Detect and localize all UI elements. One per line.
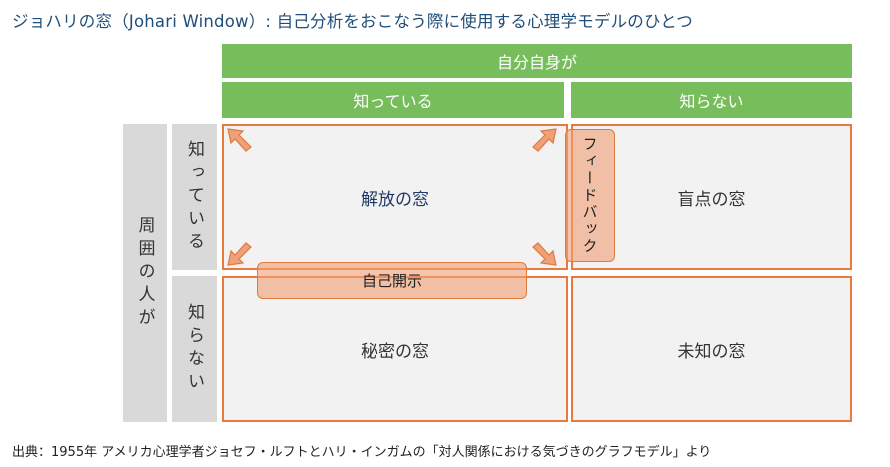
page-title: ジョハリの窓（Johari Window）: 自己分析をおこなう際に使用する心理… bbox=[12, 12, 693, 31]
open-window-cell: 解放の窓 bbox=[222, 124, 568, 270]
column-header-known: 知っている bbox=[222, 82, 564, 118]
row-header-unknown: 知らない bbox=[172, 276, 217, 422]
arrow-down-right-icon bbox=[532, 242, 557, 266]
blind-window-cell: 盲点の窓 bbox=[571, 124, 852, 270]
arrow-down-left-icon bbox=[227, 242, 252, 266]
row-header-known: 知っている bbox=[172, 124, 217, 270]
self-disclosure-band: 自己開示 bbox=[257, 262, 527, 299]
open-window-label: 解放の窓 bbox=[361, 189, 429, 210]
header-self: 自分自身が bbox=[222, 44, 852, 78]
unknown-window-cell: 未知の窓 bbox=[571, 276, 852, 422]
arrow-up-right-icon bbox=[532, 128, 557, 152]
row-header-unknown-label: 知らない bbox=[184, 303, 204, 395]
column-header-unknown: 知らない bbox=[571, 82, 852, 118]
hidden-window-cell: 秘密の窓 bbox=[222, 276, 568, 422]
hidden-window-label: 秘密の窓 bbox=[361, 341, 429, 362]
source-note: 出典：1955年 アメリカ心理学者ジョセフ・ルフトとハリ・インガムの「対人関係に… bbox=[12, 445, 712, 460]
row-header-others: 周囲の人が bbox=[123, 124, 167, 422]
unknown-window-label: 未知の窓 bbox=[677, 341, 746, 362]
blind-window-label: 盲点の窓 bbox=[677, 189, 746, 210]
self-disclosure-label: 自己開示 bbox=[361, 272, 422, 290]
header-self-label: 自分自身が bbox=[496, 53, 577, 72]
feedback-band: フィードバック bbox=[565, 129, 615, 262]
feedback-label: フィードバック bbox=[580, 136, 599, 255]
column-header-unknown-label: 知らない bbox=[679, 92, 744, 111]
column-header-known-label: 知っている bbox=[353, 92, 433, 111]
arrow-up-left-icon bbox=[227, 128, 252, 152]
row-header-others-label: 周囲の人が bbox=[134, 215, 155, 331]
row-header-known-label: 知っている bbox=[184, 139, 204, 255]
